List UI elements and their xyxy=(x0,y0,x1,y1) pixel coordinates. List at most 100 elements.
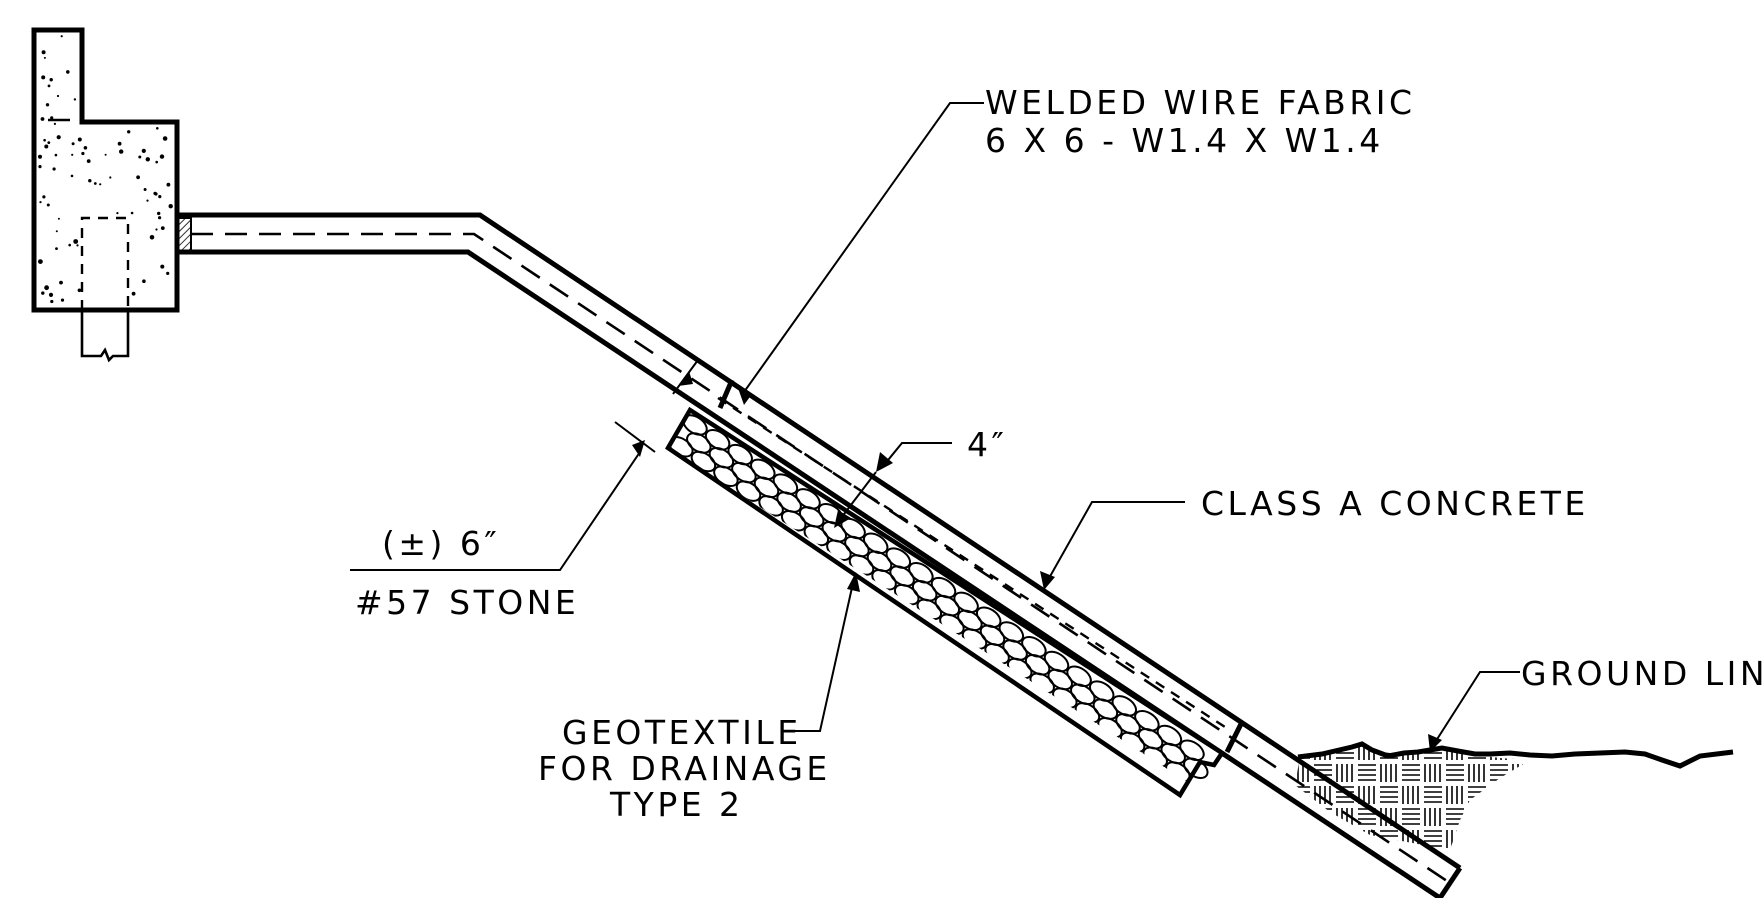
stone-oval xyxy=(979,624,1006,646)
stipple-dot xyxy=(77,137,82,142)
stipple-dot xyxy=(42,195,46,199)
upper-cutoff-joint xyxy=(717,379,735,409)
pile-outline xyxy=(80,216,130,310)
stipple-dot xyxy=(155,228,158,231)
stipple-dot xyxy=(41,291,45,295)
stone-oval xyxy=(798,506,825,528)
stipple-dot xyxy=(48,292,54,297)
ground-arrow xyxy=(1428,734,1442,752)
stipple-dot xyxy=(157,211,161,216)
stone-oval xyxy=(704,429,731,451)
stone-oval xyxy=(1156,724,1183,747)
stipple-dot xyxy=(158,195,162,199)
stipple-dot xyxy=(40,117,45,121)
stipple-dot xyxy=(168,204,173,209)
stipple-dot xyxy=(142,279,146,284)
ground-line-label: GROUND LINE xyxy=(1521,654,1763,693)
geotextile-label-1: GEOTEXTILE xyxy=(562,713,802,752)
stipple-dot xyxy=(46,203,50,207)
stone-label: #57 STONE xyxy=(355,583,579,622)
stipple-dot xyxy=(55,230,58,233)
stipple-dot xyxy=(160,264,165,269)
pile-below xyxy=(80,310,130,363)
geotextile-label-2: FOR DRAINAGE xyxy=(538,749,831,788)
stipple-dot xyxy=(55,247,58,251)
geotextile-arrow xyxy=(847,572,860,592)
stipple-dot xyxy=(43,56,46,59)
stipple-dot xyxy=(56,94,60,98)
stipple-dot xyxy=(119,149,124,154)
stone-oval xyxy=(1092,698,1119,720)
joint-filler xyxy=(177,217,192,252)
stipple-dot xyxy=(81,151,85,156)
stone-dim-arrow-lower xyxy=(632,440,645,457)
stipple-dot xyxy=(88,179,92,183)
stone-oval xyxy=(866,550,893,573)
earth-hatch xyxy=(1295,742,1530,848)
stone-oval xyxy=(930,576,957,599)
stipple-dot xyxy=(146,199,149,202)
stipple-dot xyxy=(143,188,147,191)
stipple-dot xyxy=(47,84,51,88)
stipple-dot xyxy=(149,235,155,240)
stone-oval xyxy=(844,535,870,558)
stone-oval xyxy=(1111,695,1138,717)
stipple-dot xyxy=(39,201,42,204)
concrete-stipple xyxy=(38,35,173,304)
stone-oval xyxy=(1115,713,1141,735)
stipple-dot xyxy=(66,70,70,74)
stipple-dot xyxy=(155,160,158,164)
stipple-dot xyxy=(162,136,168,141)
stone-oval xyxy=(862,532,889,555)
stipple-dot xyxy=(73,239,79,244)
stipple-dot xyxy=(38,154,42,159)
stipple-dot xyxy=(41,75,46,80)
stipple-dot xyxy=(56,135,61,140)
stipple-dot xyxy=(86,159,91,164)
stipple-dot xyxy=(99,183,102,186)
stipple-dot xyxy=(141,148,146,153)
stipple-dot xyxy=(68,243,71,247)
stone-bedding xyxy=(665,396,1226,799)
stipple-dot xyxy=(166,271,170,275)
stone-oval xyxy=(908,562,934,584)
stipple-dot xyxy=(49,78,53,82)
stipple-dot xyxy=(153,191,157,196)
stipple-dot xyxy=(127,130,131,134)
stone-oval xyxy=(727,443,753,466)
stipple-dot xyxy=(116,212,119,215)
stipple-dot xyxy=(160,226,165,231)
stipple-dot xyxy=(71,153,74,156)
stipple-dot xyxy=(130,211,134,215)
stipple-dot xyxy=(60,35,63,38)
stipple-dot xyxy=(44,285,49,291)
stone-oval xyxy=(1047,668,1073,691)
stone-oval xyxy=(776,491,802,513)
stipple-dot xyxy=(57,217,60,220)
stone-oval xyxy=(1066,665,1092,688)
stipple-dot xyxy=(44,144,49,149)
stone-oval xyxy=(934,594,961,617)
stipple-dot xyxy=(45,103,50,107)
stipple-dot xyxy=(136,175,141,180)
stipple-dot xyxy=(131,291,136,296)
stone-oval xyxy=(753,476,780,499)
lower-cutoff-joint xyxy=(1224,720,1245,754)
stipple-dot xyxy=(166,182,171,187)
stipple-dot xyxy=(109,176,112,179)
dim-4in-label: 4″ xyxy=(967,425,1007,464)
stone-oval xyxy=(1179,739,1205,762)
leaders xyxy=(350,102,1520,752)
headwall xyxy=(31,27,192,363)
concrete-slab xyxy=(177,212,1463,898)
stipple-dot xyxy=(156,127,159,130)
stone-dim-label: (±) 6″ xyxy=(382,524,500,563)
stone-dim-arrow-upper xyxy=(678,371,693,386)
stone-oval xyxy=(1070,683,1096,706)
stipple-dot xyxy=(60,298,65,302)
stipple-dot xyxy=(138,155,142,159)
stone-oval xyxy=(795,488,821,510)
stipple-dot xyxy=(76,244,79,247)
stone-oval xyxy=(998,621,1025,643)
stipple-dot xyxy=(54,153,58,157)
